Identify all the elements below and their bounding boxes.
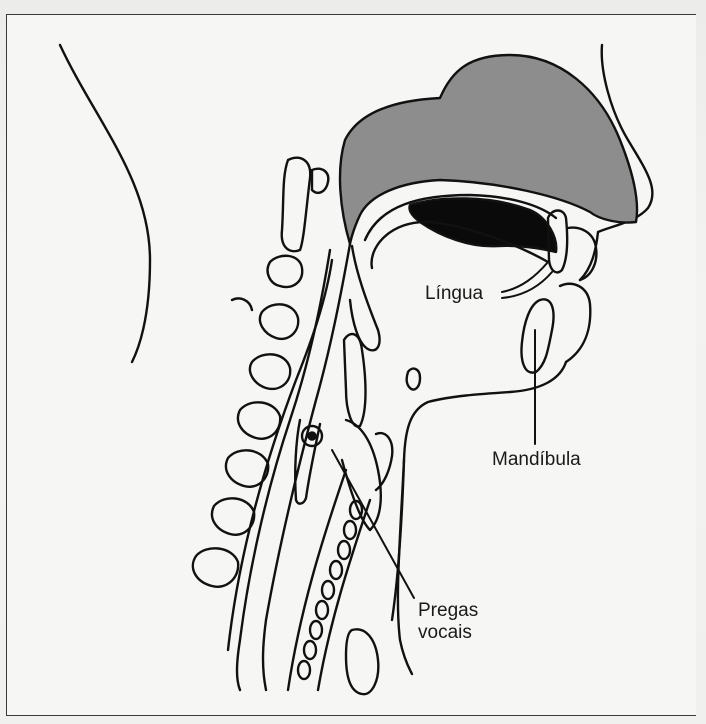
- lower-lip: [560, 284, 590, 362]
- label-vocal-folds: Pregas vocais: [418, 600, 478, 644]
- upper-lip: [568, 228, 596, 280]
- tongue-leader-line: [502, 262, 548, 292]
- label-vocal-folds-line1: Pregas: [418, 600, 478, 622]
- hyoid: [407, 369, 420, 390]
- label-jaw: Mandíbula: [492, 449, 581, 471]
- epiglottis: [344, 334, 366, 427]
- mandible-bone: [522, 299, 554, 372]
- thyroid-cartilage: [376, 433, 392, 490]
- jaw-underline: [392, 362, 566, 620]
- neck-front-outline: [398, 460, 412, 674]
- label-vocal-folds-line2: vocais: [418, 622, 478, 644]
- tongue-leader-line-2: [502, 272, 552, 298]
- pharynx-posterior-wall: [237, 250, 330, 690]
- label-tongue: Língua: [425, 283, 483, 305]
- neck-back-outline: [60, 45, 150, 362]
- vocal-fold-dot: [309, 433, 316, 440]
- lower-cartilage: [346, 629, 378, 694]
